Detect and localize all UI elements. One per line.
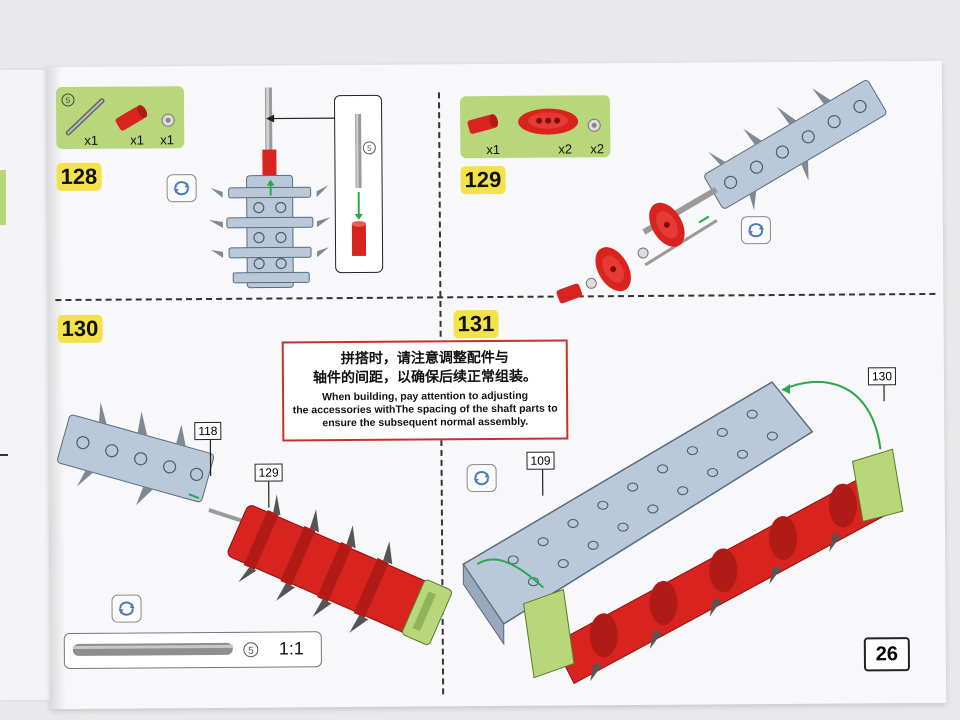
part-qty-128-3: x1 (160, 132, 175, 148)
part-qty-128-2: x1 (130, 132, 145, 148)
callout-130-leader (883, 385, 885, 402)
part-qty-128-1: x1 (84, 132, 99, 148)
step-number-131: 131 (453, 309, 499, 339)
inset-graphics-128: 5 (351, 113, 376, 257)
ruler-axle-graphic: 5 (72, 642, 259, 658)
assembly-130-illustration (57, 401, 453, 646)
rotate-icon-130 (111, 594, 142, 623)
step-number-129: 129 (460, 165, 506, 195)
assembly-128-illustration (208, 87, 331, 289)
callout-118-leader (209, 439, 212, 476)
previous-page-divider (0, 454, 8, 456)
parts-box-129: x1 x2 x2 (459, 95, 611, 159)
callout-129-leader (268, 481, 270, 508)
parts-box-128: 5 x1 x1 x1 (55, 86, 185, 150)
callout-118: 118 (194, 421, 222, 441)
ruler-length-label: 5 (248, 646, 254, 657)
part-length-label-128: 5 (66, 96, 71, 105)
previous-page-edge (0, 70, 50, 700)
callout-109: 109 (526, 451, 555, 470)
inset-box-128: 5 (333, 94, 384, 274)
callout-109-leader (541, 469, 544, 496)
callout-130: 130 (867, 367, 897, 386)
instruction-page: 5 x1 x1 x1 128 (45, 60, 947, 710)
callout-129: 129 (254, 463, 283, 482)
assembly-131-illustration (462, 380, 904, 685)
part-qty-129-1: x1 (486, 141, 501, 158)
previous-page-tab (0, 170, 6, 225)
page-number: 26 (863, 637, 911, 672)
rotate-icon-131 (466, 463, 497, 493)
step-number-128: 128 (56, 162, 102, 192)
step-number-130: 130 (57, 314, 103, 344)
inset-arrow (266, 114, 337, 123)
assembly-129-illustration (556, 80, 887, 304)
scale-ruler: 5 1:1 (63, 631, 322, 670)
ruler-scale: 1:1 (278, 638, 304, 659)
rotate-icon-128 (166, 174, 197, 203)
horizontal-divider (55, 292, 936, 302)
parts-graphics-129 (467, 108, 601, 135)
inset-length-label-128: 5 (367, 144, 372, 153)
rotate-icon-129 (740, 216, 772, 245)
parts-graphics-128: 5 (61, 93, 175, 136)
